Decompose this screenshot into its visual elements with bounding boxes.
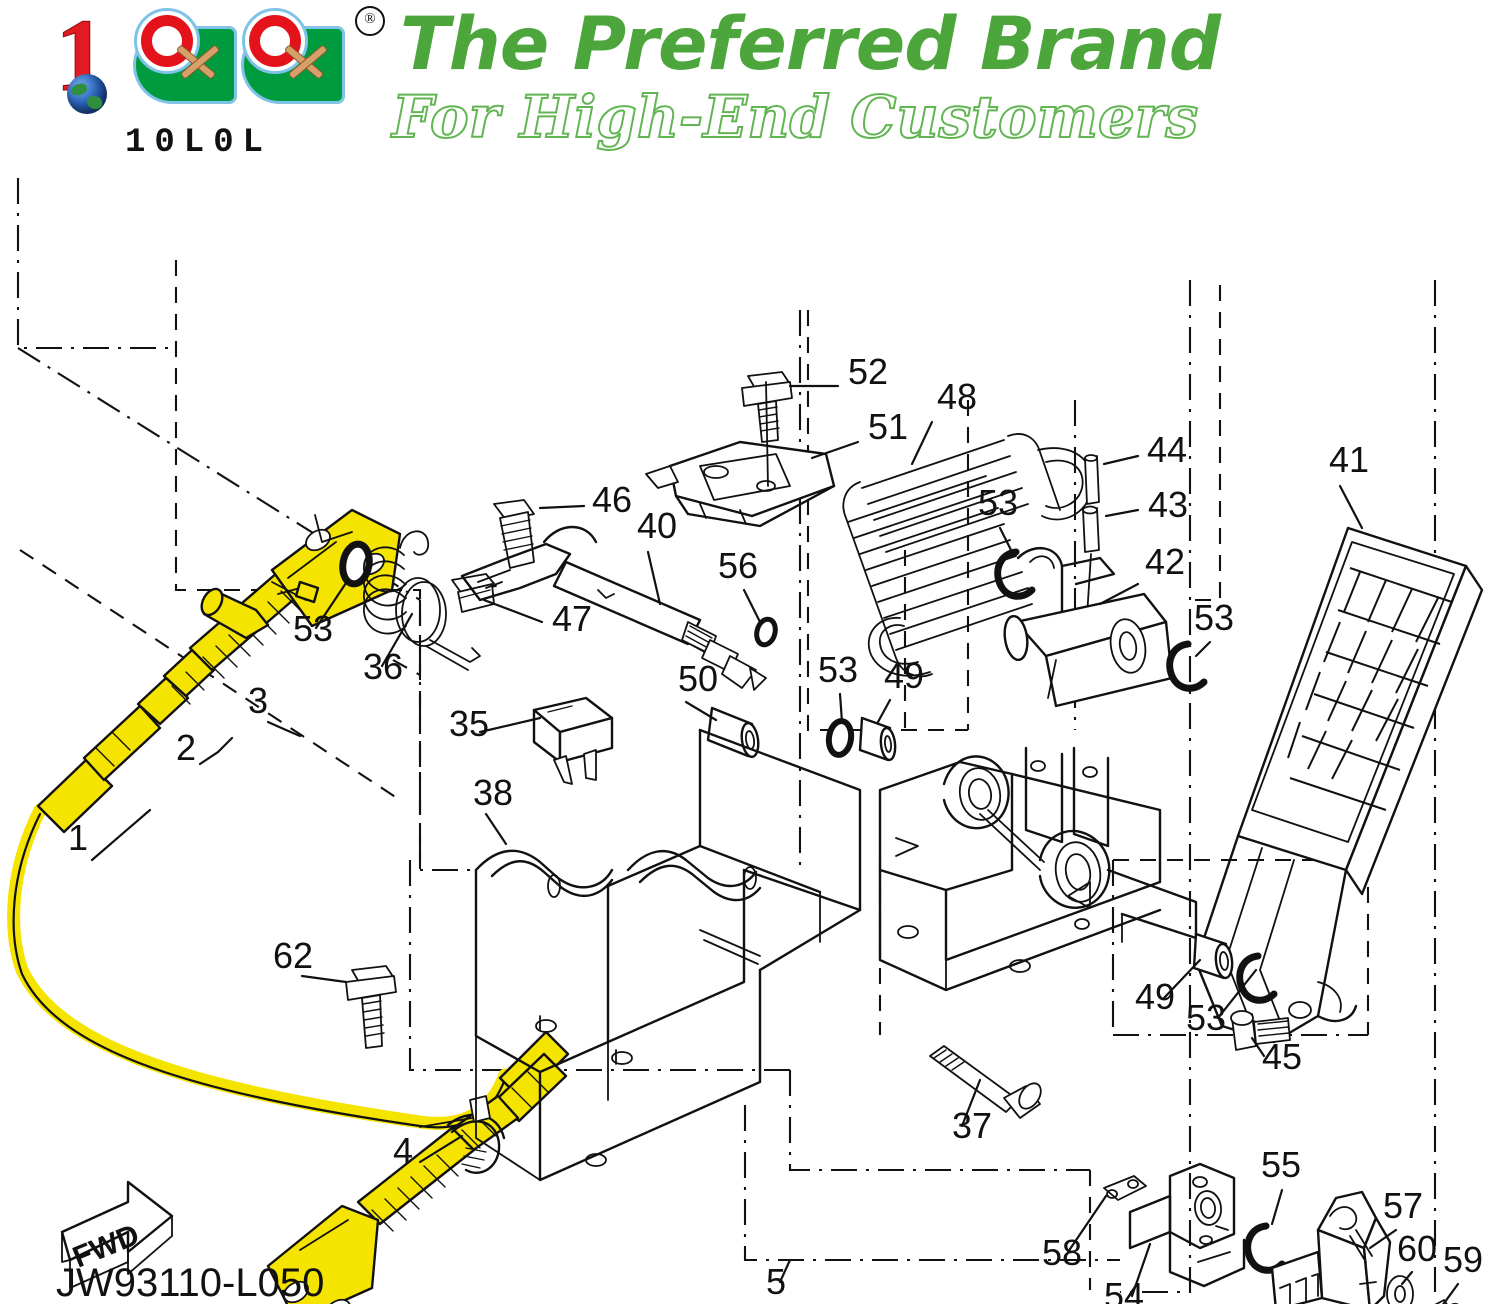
exploded-parts-diagram: 1 2 3 4 5 35 36 37 38 40 41 42 43 44 45 … (0, 170, 1500, 1304)
pedal-lever-arm (460, 525, 598, 602)
callout-50: 50 (678, 658, 718, 699)
torsion-return-spring (363, 530, 481, 671)
callout-42: 42 (1145, 541, 1185, 582)
accelerator-cable-assembly (7, 508, 570, 1304)
cable-boot-lower (356, 1126, 476, 1232)
diagram-part-number: JW93110-L050 (56, 1261, 324, 1304)
callout-53d: 53 (1194, 597, 1234, 638)
tagline-primary: The Preferred Brand (400, 2, 1221, 87)
callout-38: 38 (473, 772, 513, 813)
cable-clevis-upper (270, 508, 402, 628)
callout-54: 54 (1104, 1275, 1144, 1304)
callout-51: 51 (868, 406, 908, 447)
cable-end-lower (266, 1030, 570, 1304)
callout-47: 47 (552, 598, 592, 639)
callout-49b: 49 (1135, 976, 1175, 1017)
logo-glyph-first (133, 8, 237, 104)
o-ring-center (825, 718, 855, 758)
callout-45: 45 (1262, 1036, 1302, 1077)
brand-logo: 1 ® 10L0L (45, 2, 385, 172)
bushing-collar-upper (858, 716, 897, 762)
callout-44: 44 (1147, 429, 1187, 470)
retaining-clip-sensor (1244, 1222, 1286, 1274)
roll-pin-short (1082, 505, 1100, 553)
hex-bolt-lever (493, 499, 535, 569)
extension-return-spring (842, 433, 1094, 678)
callout-53b: 53 (818, 649, 858, 690)
callout-52: 52 (848, 351, 888, 392)
clevis-pin-upper (200, 587, 270, 640)
callout-62: 62 (273, 935, 313, 976)
callout-53a: 53 (293, 608, 333, 649)
cable-clamp (419, 1095, 506, 1174)
callout-43: 43 (1148, 484, 1188, 525)
sensor-screw-short (1434, 1299, 1463, 1304)
logo-wordmark: 10L0L (125, 124, 273, 162)
sensor-mount-bracket (1128, 1162, 1246, 1288)
brand-header: 1 ® 10L0L The Preferred Brand For High-E… (0, 0, 1500, 175)
o-ring-left (339, 540, 373, 588)
assembly-boundary-outlines (16, 178, 1437, 1294)
callout-57: 57 (1383, 1185, 1423, 1226)
pedal-pivot-housing (878, 746, 1198, 992)
callout-56: 56 (718, 545, 758, 586)
callout-leader-lines (90, 384, 1460, 1304)
callout-58: 58 (1042, 1232, 1082, 1273)
callout-48: 48 (937, 376, 977, 417)
spring-anchor-plate (645, 381, 836, 528)
retaining-clip-right (1166, 640, 1208, 692)
throttle-position-sensor (1270, 1190, 1392, 1304)
callout-60a: 60 (1397, 1228, 1437, 1269)
retaining-clip-upper (994, 548, 1036, 600)
shaft-bushing (706, 706, 760, 759)
callout-5: 5 (766, 1261, 786, 1302)
flat-washer-upper (1386, 1275, 1414, 1304)
callout-49a: 49 (884, 655, 924, 696)
callout-55: 55 (1261, 1144, 1301, 1185)
callout-53e: 53 (1186, 997, 1226, 1038)
callout-59: 59 (1443, 1239, 1483, 1280)
logo-glyph-second (241, 8, 345, 104)
callout-2a: 2 (176, 727, 196, 768)
callout-36: 36 (363, 646, 403, 687)
callout-4: 4 (393, 1130, 413, 1171)
pedal-mounting-bracket (474, 728, 862, 1182)
callout-46: 46 (592, 479, 632, 520)
callout-53c: 53 (978, 482, 1018, 523)
callout-41: 41 (1329, 439, 1369, 480)
callout-1: 1 (68, 817, 88, 858)
ground-terminal-tab (1103, 1175, 1147, 1201)
roll-pin-long (1084, 454, 1100, 505)
pivot-bolt (1230, 1010, 1291, 1051)
tagline-secondary: For High-End Customers (391, 83, 1199, 151)
rubber-stopper-bumper (532, 696, 614, 785)
pedal-lever-tube (1003, 546, 1174, 708)
cotter-pin-upper (271, 580, 320, 604)
callout-3a: 3 (248, 680, 268, 721)
callout-40: 40 (637, 505, 677, 546)
callout-35: 35 (449, 703, 489, 744)
o-ring-shaft-end (754, 616, 778, 648)
callout-numbers: 1 2 3 4 5 35 36 37 38 40 41 42 43 44 45 … (68, 351, 1483, 1304)
accelerator-pedal-pad (1194, 526, 1484, 1044)
cable-clevis-lower (266, 1204, 380, 1304)
callout-37: 37 (952, 1105, 992, 1146)
globe-icon (67, 74, 107, 114)
hex-flange-bolt-clamp (345, 965, 397, 1049)
hex-flange-bolt-long (929, 1045, 1042, 1119)
registered-trademark-icon: ® (355, 6, 385, 36)
pedal-cross-shaft (552, 560, 767, 691)
bushing-collar-lower (1192, 932, 1234, 980)
pedal-grip-texture (1287, 567, 1453, 811)
